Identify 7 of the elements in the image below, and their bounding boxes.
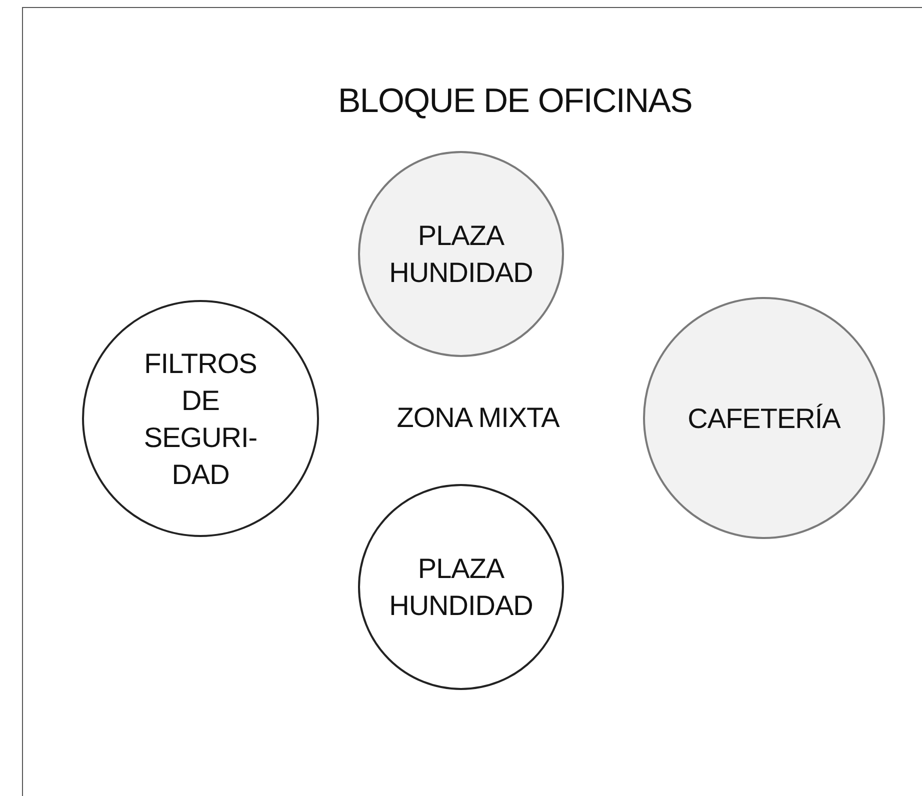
block-heading: BLOQUE DE OFICINAS	[336, 82, 693, 121]
zone-label: PLAZA HUNDIDAD	[388, 219, 534, 290]
zone-label: CAFETERÍA	[686, 402, 842, 436]
zone-label: FILTROS DE SEGURI- DAD	[142, 346, 258, 492]
zone-label: PLAZA HUNDIDAD	[388, 552, 534, 623]
zone-label: ZONA MIXTA	[396, 401, 561, 435]
building-frame	[22, 7, 922, 796]
